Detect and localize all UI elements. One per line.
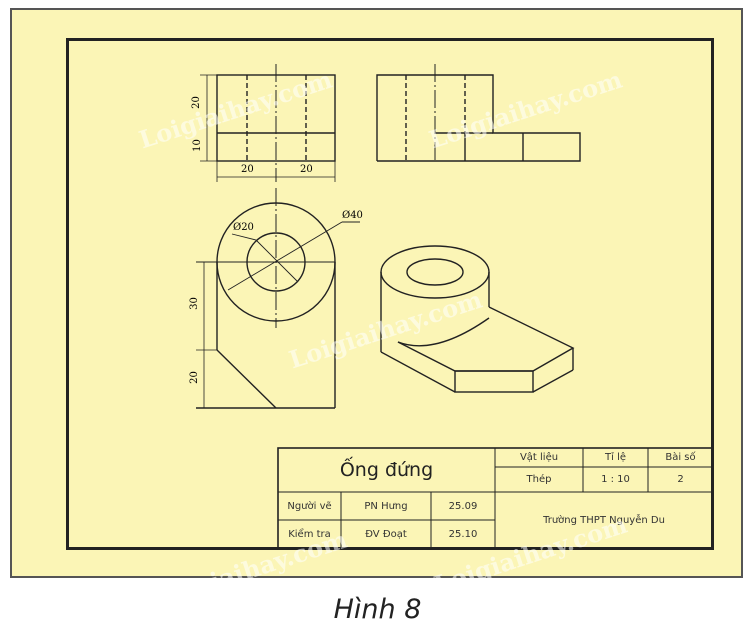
dim-height-30: 30 xyxy=(188,297,200,310)
scale-value: 1 : 10 xyxy=(601,474,630,485)
title-block-grid xyxy=(277,447,714,550)
checked-by-label: Kiểm tra xyxy=(288,529,331,540)
checked-date: 25.10 xyxy=(448,529,478,540)
dim-diameter-20: Ø20 xyxy=(233,222,254,233)
side-view xyxy=(376,64,581,162)
isometric-view xyxy=(380,245,575,393)
checked-by-value: ĐV Đoạt xyxy=(365,529,407,540)
drawn-by-value: PN Hưng xyxy=(364,500,408,512)
school-name: Trường THPT Nguyễn Du xyxy=(543,515,665,526)
material-label: Vật liệu xyxy=(519,452,559,463)
drawn-by-label: Người vẽ xyxy=(287,500,332,512)
dim-width-left-20: 20 xyxy=(241,164,254,175)
dim-width-right-20: 20 xyxy=(300,164,313,175)
sheet-label: Bài số xyxy=(665,452,696,463)
dim-height-20-lower: 20 xyxy=(188,371,200,384)
drawn-date: 25.09 xyxy=(448,500,478,512)
scale-label: Tỉ lệ xyxy=(605,452,626,463)
dim-diameter-40: Ø40 xyxy=(342,210,363,221)
figure-caption: Hình 8 xyxy=(333,594,422,625)
material-value: Thép xyxy=(526,474,552,485)
dim-height-10: 10 xyxy=(191,139,203,152)
part-name: Ống đứng xyxy=(339,459,434,481)
top-view xyxy=(196,188,360,409)
sheet-value: 2 xyxy=(677,474,684,485)
front-view xyxy=(200,64,336,182)
